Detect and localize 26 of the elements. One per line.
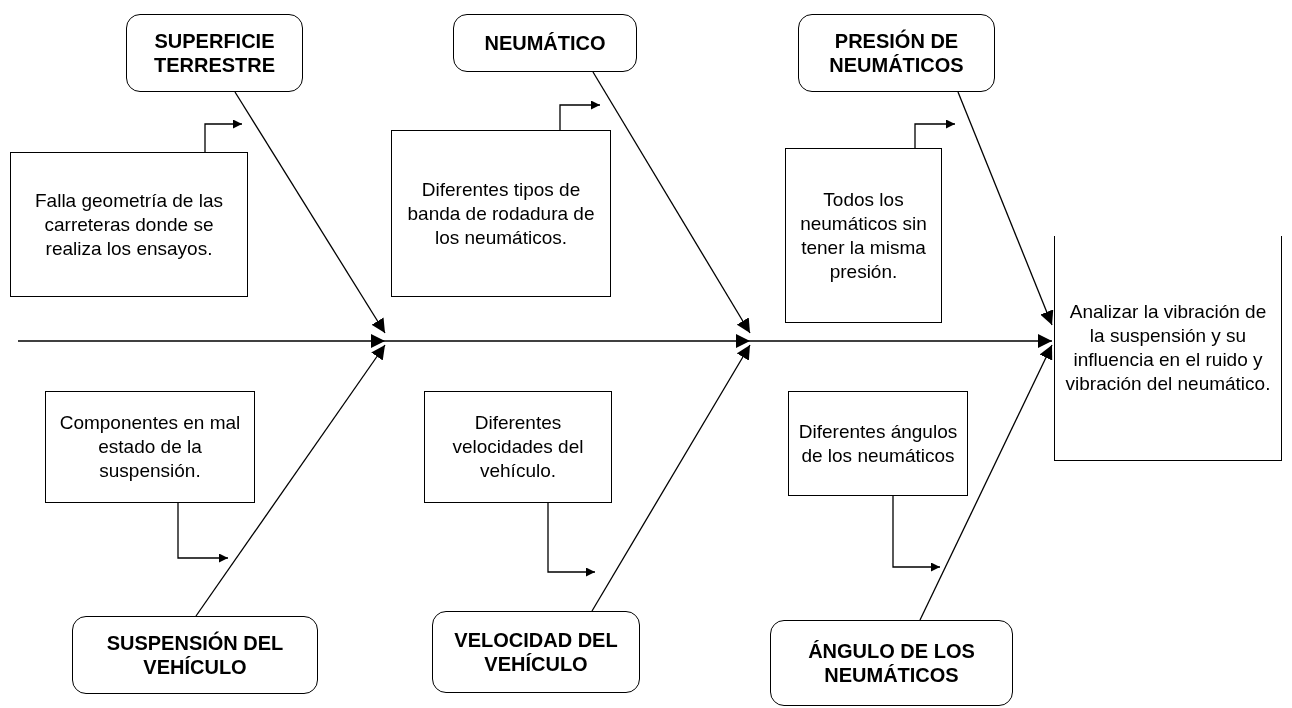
category-box: NEUMÁTICO — [453, 14, 637, 72]
spine-arrow — [17, 334, 1053, 348]
leader-arrow — [559, 100, 601, 131]
effect-box: Analizar la vibración de la suspensión y su influencia en el ruido y vibración del neumático. — [1054, 236, 1282, 461]
leader-arrow — [914, 119, 956, 149]
leader-arrow — [547, 502, 596, 577]
category-box: SUSPENSIÓN DEL VEHÍCULO — [72, 616, 318, 694]
leader-arrow — [204, 119, 243, 153]
bone-arrow — [195, 344, 386, 617]
leader-arrow — [892, 495, 941, 572]
bone-arrow — [234, 91, 386, 334]
cause-box: Todos los neumáticos sin tener la misma presión. — [785, 148, 942, 323]
category-box: PRESIÓN DE NEUMÁTICOS — [798, 14, 995, 92]
cause-box: Diferentes ángulos de los neumáticos — [788, 391, 968, 496]
bone-arrow — [592, 71, 751, 334]
category-box: VELOCIDAD DEL VEHÍCULO — [432, 611, 640, 693]
cause-box: Diferentes tipos de banda de rodadura de los neumáticos. — [391, 130, 611, 297]
bone-arrow — [957, 91, 1054, 326]
bone-arrow — [919, 344, 1053, 621]
category-box: ÁNGULO DE LOS NEUMÁTICOS — [770, 620, 1013, 706]
cause-box: Falla geometría de las carreteras donde se realiza los ensayos. — [10, 152, 248, 297]
cause-box: Componentes en mal estado de la suspensión. — [45, 391, 255, 503]
bone-arrow — [591, 344, 751, 612]
cause-box: Diferentes velocidades del vehículo. — [424, 391, 612, 503]
category-box: SUPERFICIE TERRESTRE — [126, 14, 303, 92]
leader-arrow — [177, 502, 229, 563]
